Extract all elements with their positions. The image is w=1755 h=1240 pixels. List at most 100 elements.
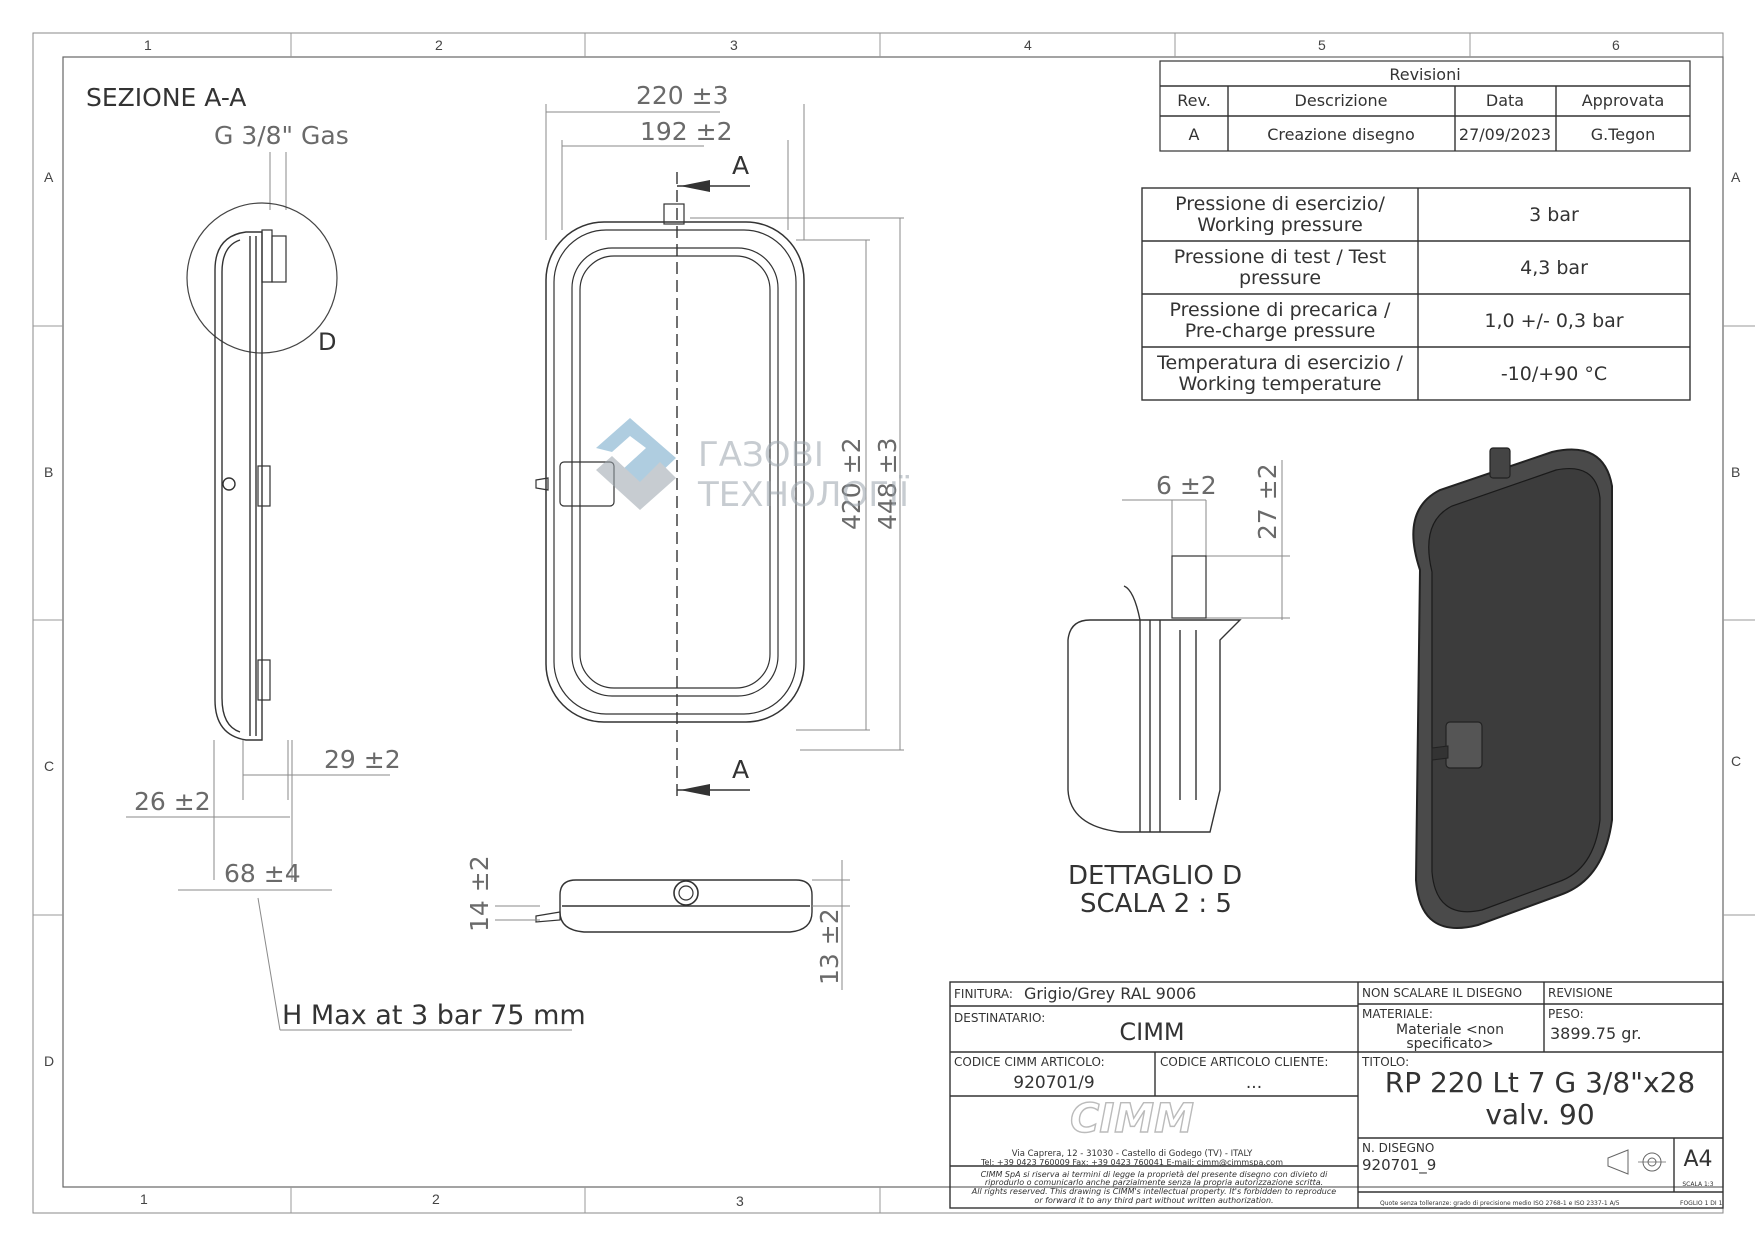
- revisions-header-descrizione: Descrizione: [1295, 91, 1388, 110]
- dim-27: 27 ±2: [1253, 463, 1282, 540]
- foglio-small: FOGLIO 1 DI 1: [1680, 1200, 1723, 1207]
- codice-cimm-value: 920701/9: [1013, 1073, 1094, 1093]
- dim-14: 14 ±2: [465, 855, 494, 932]
- peso-value: 3899.75 gr.: [1550, 1024, 1642, 1043]
- section-marker-bottom: A: [732, 755, 749, 784]
- frame-col-3: 3: [730, 37, 738, 53]
- revision-row-descrizione: Creazione disegno: [1267, 125, 1415, 144]
- address: Via Caprera, 12 - 31030 - Castello di Go…: [1012, 1149, 1253, 1159]
- legal-line-1: CIMM SpA si riserva ai termini di legge …: [981, 1170, 1329, 1179]
- detail-title-line1: DETTAGLIO D: [1068, 861, 1242, 891]
- section-view: SEZIONE A-A G 3/8" Gas D 29 ±2 26 ±2 68 …: [86, 83, 586, 1031]
- spec-label-working-temp-2: Working temperature: [1179, 373, 1382, 395]
- frame-col-4: 4: [1024, 37, 1032, 53]
- titolo-line-2: valv. 90: [1485, 1098, 1594, 1131]
- dim-192: 192 ±2: [640, 117, 733, 146]
- format-a4: A4: [1683, 1147, 1712, 1172]
- destinatario-label: DESTINATARIO:: [954, 1011, 1045, 1025]
- spec-label-working-pressure-1: Pressione di esercizio/: [1175, 193, 1385, 215]
- scala-small: SCALA 1:3: [1682, 1181, 1713, 1188]
- revisione-label: REVISIONE: [1548, 986, 1613, 1000]
- dim-26: 26 ±2: [134, 787, 211, 816]
- drawing-frame: 1 2 3 4 5 6 1 2 3 A B C D A B C: [32, 32, 1755, 1214]
- revisions-title: Revisioni: [1389, 65, 1460, 84]
- specs-table: Pressione di esercizio/ Working pressure…: [1141, 187, 1691, 401]
- dim-13: 13 ±2: [815, 908, 844, 985]
- dim-220: 220 ±3: [636, 81, 729, 110]
- legal-line-2: riprodurlo o comunicarlo anche parzialme…: [985, 1178, 1323, 1187]
- spec-value-working-temp: -10/+90 °C: [1501, 363, 1607, 385]
- frame-right-row-B: B: [1731, 464, 1740, 480]
- spec-label-test-pressure-2: pressure: [1239, 267, 1321, 289]
- section-title: SEZIONE A-A: [86, 83, 246, 112]
- projection-symbol-icon: [1607, 1149, 1666, 1175]
- detail-marker: D: [318, 328, 336, 356]
- dim-6: 6 ±2: [1156, 471, 1217, 500]
- codice-cliente-label: CODICE ARTICOLO CLIENTE:: [1160, 1055, 1328, 1069]
- frame-row-C: C: [44, 758, 54, 774]
- frame-right-row-A: A: [1731, 169, 1741, 185]
- materiale-value-1: Materiale <non: [1396, 1022, 1504, 1038]
- dim-68: 68 ±4: [224, 859, 301, 888]
- codice-cliente-value: ...: [1246, 1073, 1262, 1093]
- detail-view: 6 ±2 27 ±2 DETTAGLIO D SCALA 2 : 5: [1067, 460, 1290, 919]
- frame-bottom-col-2: 2: [432, 1191, 440, 1207]
- frame-bottom-col-3: 3: [736, 1193, 744, 1209]
- detail-title-line2: SCALA 2 : 5: [1080, 889, 1232, 919]
- spec-value-working-pressure: 3 bar: [1529, 204, 1579, 226]
- spec-value-precharge: 1,0 +/- 0,3 bar: [1484, 310, 1623, 332]
- materiale-label: MATERIALE:: [1362, 1007, 1433, 1021]
- finitura-label: FINITURA:: [954, 987, 1013, 1001]
- spec-label-test-pressure-1: Pressione di test / Test: [1174, 246, 1386, 268]
- frame-col-2: 2: [435, 37, 443, 53]
- spec-label-working-pressure-2: Working pressure: [1197, 214, 1363, 236]
- top-view: 14 ±2 13 ±2: [465, 855, 850, 990]
- frame-row-B: B: [44, 464, 53, 480]
- footer-tolerance-note: Quote senza tolleranze: grado di precisi…: [1380, 1200, 1620, 1207]
- dim-29: 29 ±2: [324, 745, 401, 774]
- frame-bottom-col-1: 1: [140, 1191, 148, 1207]
- cimm-logo: CIMM: [1070, 1096, 1194, 1142]
- revisions-header-data: Data: [1486, 91, 1524, 110]
- watermark: ГАЗОВІ ТЕХНОЛОГІЇ: [596, 418, 909, 515]
- section-marker-top: A: [732, 151, 749, 180]
- revisions-header-rev: Rev.: [1177, 91, 1211, 110]
- legal-line-3: All rights reserved. This drawing is CIM…: [971, 1187, 1336, 1196]
- frame-col-1: 1: [144, 37, 152, 53]
- spec-value-test-pressure: 4,3 bar: [1520, 257, 1588, 279]
- spec-label-precharge-2: Pre-charge pressure: [1185, 320, 1376, 342]
- revisions-header-approvata: Approvata: [1582, 91, 1665, 110]
- frame-col-5: 5: [1318, 37, 1326, 53]
- peso-label: PESO:: [1548, 1007, 1584, 1021]
- destinatario-value: CIMM: [1119, 1018, 1184, 1046]
- product-render: [1412, 447, 1613, 929]
- frame-row-A: A: [44, 169, 54, 185]
- codice-cimm-label: CODICE CIMM ARTICOLO:: [954, 1055, 1105, 1069]
- frame-right-row-C: C: [1731, 753, 1741, 769]
- finitura-value: Grigio/Grey RAL 9006: [1024, 984, 1196, 1003]
- non-scalare-note: NON SCALARE IL DISEGNO: [1362, 986, 1522, 1000]
- n-disegno-value: 920701_9: [1362, 1156, 1436, 1175]
- frame-row-D: D: [44, 1053, 54, 1069]
- frame-col-6: 6: [1612, 37, 1620, 53]
- revision-row-rev: A: [1189, 125, 1200, 144]
- titolo-line-1: RP 220 Lt 7 G 3/8"x28: [1385, 1066, 1696, 1099]
- revision-row-approvata: G.Tegon: [1591, 125, 1655, 144]
- revisions-table: Revisioni Rev. Descrizione Data Approvat…: [1159, 60, 1691, 152]
- revision-row-data: 27/09/2023: [1459, 125, 1551, 144]
- spec-label-precharge-1: Pressione di precarica /: [1170, 299, 1392, 321]
- watermark-line2: ТЕХНОЛОГІЇ: [697, 475, 909, 515]
- front-view: 220 ±3 192 ±2 A A 420 ±2 448 ±3: [535, 81, 904, 800]
- title-block: FINITURA: Grigio/Grey RAL 9006 DESTINATA…: [949, 981, 1724, 1209]
- titolo-label: TITOLO:: [1361, 1055, 1409, 1069]
- dim-448: 448 ±3: [873, 437, 902, 530]
- watermark-line1: ГАЗОВІ: [698, 435, 824, 475]
- materiale-value-2: specificato>: [1406, 1036, 1493, 1052]
- thread-label: G 3/8" Gas: [214, 121, 349, 150]
- contacts: Tel: +39 0423 760009 Fax: +39 0423 76004…: [980, 1158, 1283, 1167]
- n-disegno-label: N. DISEGNO: [1362, 1141, 1434, 1155]
- legal-line-4: or forward it to any third part without …: [1034, 1196, 1273, 1205]
- spec-label-working-temp-1: Temperatura di esercizio /: [1156, 352, 1403, 374]
- h-max-note: H Max at 3 bar 75 mm: [282, 1000, 586, 1031]
